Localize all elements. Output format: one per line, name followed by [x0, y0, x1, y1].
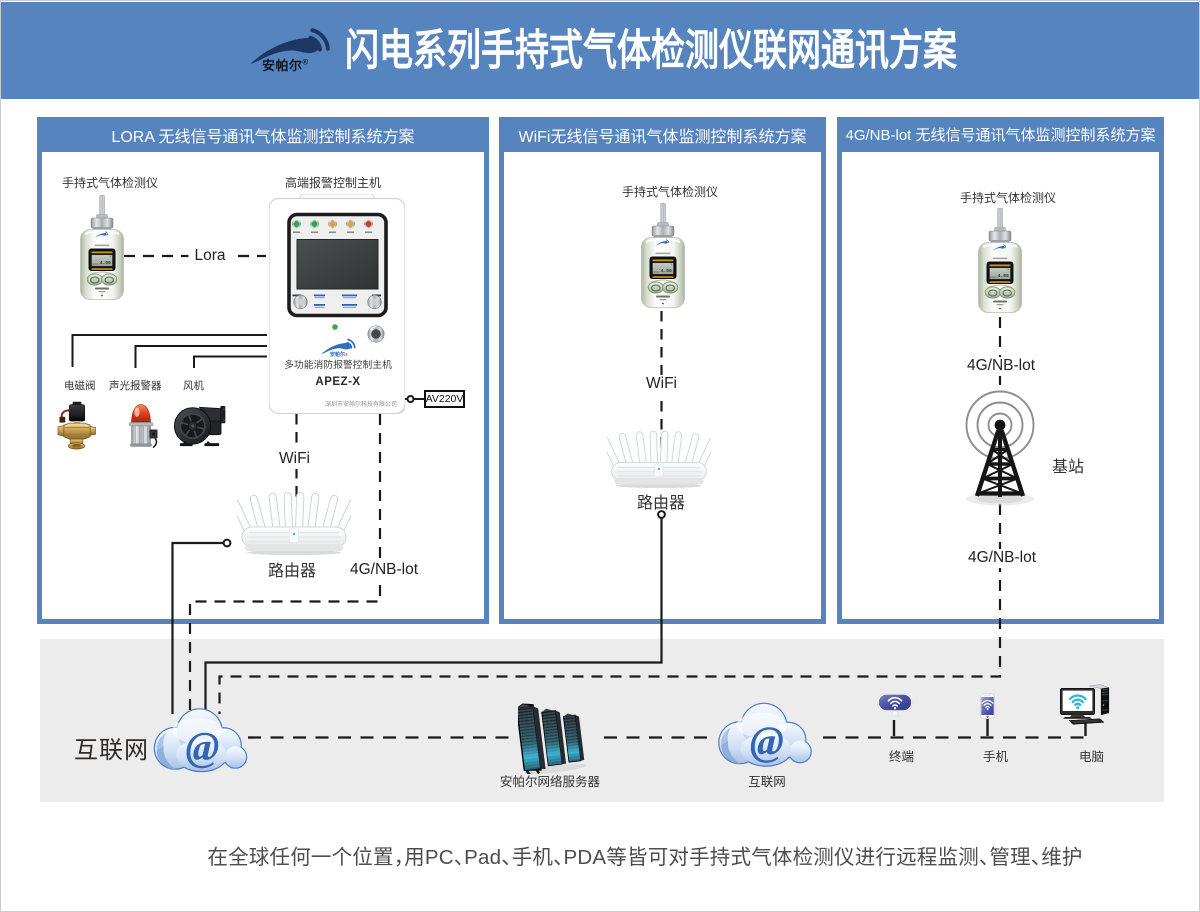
valve-icon: [57, 401, 96, 451]
connector-node-p2-router: [657, 510, 666, 519]
router-label-p1: 路由器: [267, 563, 317, 580]
host-logo-text: 安帕尔®: [330, 352, 348, 358]
line-valve-link: [71, 334, 267, 367]
power-label: AV220V: [425, 393, 464, 405]
cloud-icon-left: [151, 704, 248, 775]
line-alarm-link: [134, 345, 267, 368]
connector-node-p1-router: [222, 538, 232, 548]
host-logo-reg: ®: [345, 352, 348, 357]
panel-wifi-title: WiFi无线信号通讯气体监测控制系统方案: [499, 117, 826, 152]
wifi-link-label-p2: WiFi: [640, 375, 683, 394]
router-icon-p2: [607, 426, 711, 488]
panel-lora-title: LORA 无线信号通讯气体监测控制系统方案: [37, 117, 489, 152]
line-fan-link: [193, 355, 267, 368]
brand-name: 安帕尔®: [262, 55, 309, 74]
host-label: 高端报警控制主机: [285, 176, 382, 190]
computer-label: 电脑: [1078, 750, 1105, 764]
panel-4g-title: 4G/NB-lot 无线信号通讯气体监测控制系统方案: [837, 117, 1164, 152]
server-icon: [518, 699, 588, 774]
host-company-text: 深圳市安帕尔科技有限公司: [324, 402, 398, 408]
valve-label: 电磁阀: [64, 380, 96, 392]
cloud2-label: 互联网: [748, 775, 786, 789]
wifi-link-label-p1: WiFi: [273, 450, 316, 469]
caption-text: 在全球任何一个位置，用PC、Pad、手机、PDA等皆可对手持式气体检测仪进行远程…: [207, 846, 1083, 869]
cell-link-label-p1: 4G/NB-lot: [343, 561, 425, 580]
host-logo-brand: 安帕尔: [330, 352, 346, 358]
detector-icon-p1: [80, 195, 124, 300]
phone-label: 手机: [982, 750, 1009, 764]
brand-reg-mark: ®: [302, 57, 309, 67]
line-p2-router: [204, 518, 663, 716]
cell-link-label-bottom: 4G/NB-lot: [961, 549, 1043, 568]
alarm-label: 声光报警器: [109, 380, 162, 392]
host-name-text: 多功能消防报警控制主机: [284, 360, 392, 371]
cloud-icon-right: [712, 700, 816, 768]
header-bar: 安帕尔® 闪电系列手持式气体检测仪联网通讯方案: [1, 2, 1199, 99]
brand-name-text: 安帕尔: [262, 58, 303, 73]
cell-tower-icon: [955, 388, 1045, 508]
detector-icon-p3: [978, 208, 1022, 313]
internet-label-left: 互联网: [74, 737, 149, 764]
page-title: 闪电系列手持式气体检测仪联网通讯方案: [345, 28, 957, 75]
power-label-box: AV220V: [424, 390, 465, 408]
internet-zone-band: [40, 639, 1164, 802]
detector-label-p3: 手持式气体检测仪: [959, 191, 1057, 205]
alarm-icon: [124, 403, 160, 449]
router-label-p2: 路由器: [636, 495, 686, 512]
lora-link-label: Lora: [188, 247, 232, 266]
detector-label-p1: 手持式气体检测仪: [62, 176, 159, 190]
fan-icon: [172, 401, 227, 447]
computer-icon: [1056, 684, 1112, 726]
line-p1-router: [171, 541, 224, 714]
line-p3-4g-lower: [218, 504, 1002, 714]
phone-icon: [980, 693, 995, 719]
station-label: 基站: [1052, 459, 1085, 476]
router-icon-p1: [237, 487, 351, 555]
connector-node-power: [406, 395, 415, 403]
detector-label-p2: 手持式气体检测仪: [621, 185, 719, 199]
server-label: 安帕尔网络服务器: [499, 775, 601, 789]
detector-icon-p2: [641, 203, 685, 308]
terminal-label: 终端: [888, 750, 915, 764]
fan-label: 风机: [183, 380, 204, 392]
host-model-text: APEZ-X: [315, 376, 361, 388]
terminal-icon: [877, 693, 913, 718]
cell-link-label-top: 4G/NB-lot: [960, 357, 1042, 376]
